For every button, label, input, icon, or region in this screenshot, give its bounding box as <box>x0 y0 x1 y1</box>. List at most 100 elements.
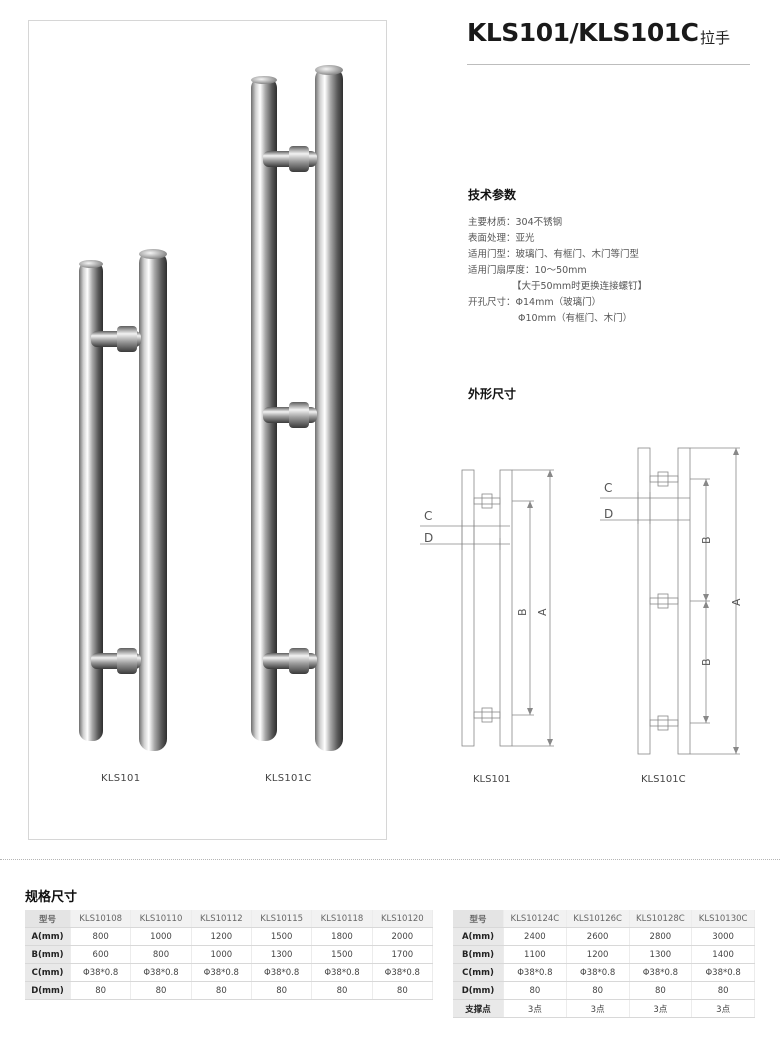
table-cell: 1100 <box>503 945 567 964</box>
table-cell: 80 <box>251 981 313 1000</box>
table-cell: 80 <box>70 981 132 1000</box>
table-cell: KLS10110 <box>130 910 192 928</box>
section-divider <box>0 859 780 860</box>
drawing-caption-kls101c: KLS101C <box>641 774 686 785</box>
row-label-cell: A(mm) <box>453 927 504 946</box>
table-cell: Φ38*0.8 <box>251 963 313 982</box>
tech-heading: 技术参数 <box>468 188 517 202</box>
row-label-cell: C(mm) <box>25 963 71 982</box>
table-cell: Φ38*0.8 <box>566 963 630 982</box>
table-cell: KLS10124C <box>503 910 567 928</box>
tech-line: 适用门扇厚度：10～50mm <box>468 265 587 276</box>
table-cell: KLS10130C <box>691 910 755 928</box>
table-cell: 1800 <box>311 927 373 946</box>
row-label-cell: B(mm) <box>453 945 504 964</box>
kls101-handle-photo <box>79 249 167 751</box>
kls101-outline-drawing <box>420 469 554 747</box>
table-cell: KLS10120 <box>372 910 434 928</box>
row-label-cell: 支撑点 <box>453 999 504 1018</box>
table-cell: 80 <box>191 981 252 1000</box>
table-cell: 1500 <box>311 945 373 964</box>
table-cell: Φ38*0.8 <box>191 963 252 982</box>
tech-line: Φ10mm（有框门、木门） <box>518 313 633 324</box>
table-cell: Φ38*0.8 <box>503 963 567 982</box>
table-cell: KLS10126C <box>566 910 630 928</box>
table-cell: 3000 <box>691 927 755 946</box>
table-cell: 3点 <box>691 999 755 1018</box>
tech-line: 开孔尺寸：Φ14mm（玻璃门） <box>468 297 602 308</box>
table-cell: KLS10115 <box>251 910 313 928</box>
dim-label-c: C <box>424 509 432 523</box>
table-cell: 800 <box>70 927 132 946</box>
table-cell: Φ38*0.8 <box>130 963 192 982</box>
table-cell: 2600 <box>566 927 630 946</box>
row-label-cell: 型号 <box>25 910 71 928</box>
table-cell: 80 <box>311 981 373 1000</box>
product-photo-panel: KLS101 KLS101C <box>28 20 387 840</box>
kls101c-outline-drawing <box>600 447 740 755</box>
row-label-cell: C(mm) <box>453 963 504 982</box>
table-cell: Φ38*0.8 <box>691 963 755 982</box>
table-cell: Φ38*0.8 <box>629 963 693 982</box>
table-cell: 600 <box>70 945 132 964</box>
table-cell: Φ38*0.8 <box>372 963 434 982</box>
table-cell: Φ38*0.8 <box>70 963 132 982</box>
dim-label-b: B <box>516 608 529 616</box>
table-cell: Φ38*0.8 <box>311 963 373 982</box>
dim-label-a: A <box>730 598 743 606</box>
page-title: KLS101/KLS101C <box>467 18 699 47</box>
kls101c-handle-photo <box>251 65 343 751</box>
table-cell: KLS10108 <box>70 910 132 928</box>
table-cell: KLS10128C <box>629 910 693 928</box>
dim-label-d: D <box>604 507 613 521</box>
table-cell: 1000 <box>130 927 192 946</box>
spec-heading: 规格尺寸 <box>25 890 78 905</box>
photo-caption-kls101c: KLS101C <box>265 773 312 784</box>
table-cell: 1200 <box>191 927 252 946</box>
page-header: KLS101/KLS101C 拉手 <box>467 16 750 65</box>
table-cell: 1200 <box>566 945 630 964</box>
photo-caption-kls101: KLS101 <box>101 773 141 784</box>
table-cell: 80 <box>629 981 693 1000</box>
table-cell: 800 <box>130 945 192 964</box>
dim-label-b: B <box>700 536 713 544</box>
table-cell: 2400 <box>503 927 567 946</box>
tech-line: 主要材质：304不锈钢 <box>468 217 563 228</box>
dimension-drawings: C D B A C D B B A KLS101 KLS101C <box>420 447 743 785</box>
row-label-cell: D(mm) <box>25 981 71 1000</box>
table-cell: KLS10118 <box>311 910 373 928</box>
table-cell: 1700 <box>372 945 434 964</box>
table-cell: 3点 <box>503 999 567 1018</box>
drawing-caption-kls101: KLS101 <box>473 774 511 785</box>
shape-heading: 外形尺寸 <box>468 387 517 401</box>
row-label-cell: 型号 <box>453 910 504 928</box>
table-cell: 80 <box>372 981 434 1000</box>
row-label-cell: B(mm) <box>25 945 71 964</box>
tech-line: 表面处理：亚光 <box>468 233 535 244</box>
table-cell: 80 <box>130 981 192 1000</box>
dim-label-d: D <box>424 531 433 545</box>
dim-label-c: C <box>604 481 612 495</box>
table-cell: 80 <box>691 981 755 1000</box>
table-cell: 1400 <box>691 945 755 964</box>
tech-line: 适用门型：玻璃门、有框门、木门等门型 <box>468 249 640 260</box>
dim-label-b: B <box>700 658 713 666</box>
tech-line: 【大于50mm时更换连接螺钉】 <box>512 281 648 292</box>
table-cell: 2800 <box>629 927 693 946</box>
table-cell: 1300 <box>251 945 313 964</box>
row-label-cell: D(mm) <box>453 981 504 1000</box>
table-cell: 80 <box>503 981 567 1000</box>
table-cell: 1300 <box>629 945 693 964</box>
table-cell: KLS10112 <box>191 910 252 928</box>
